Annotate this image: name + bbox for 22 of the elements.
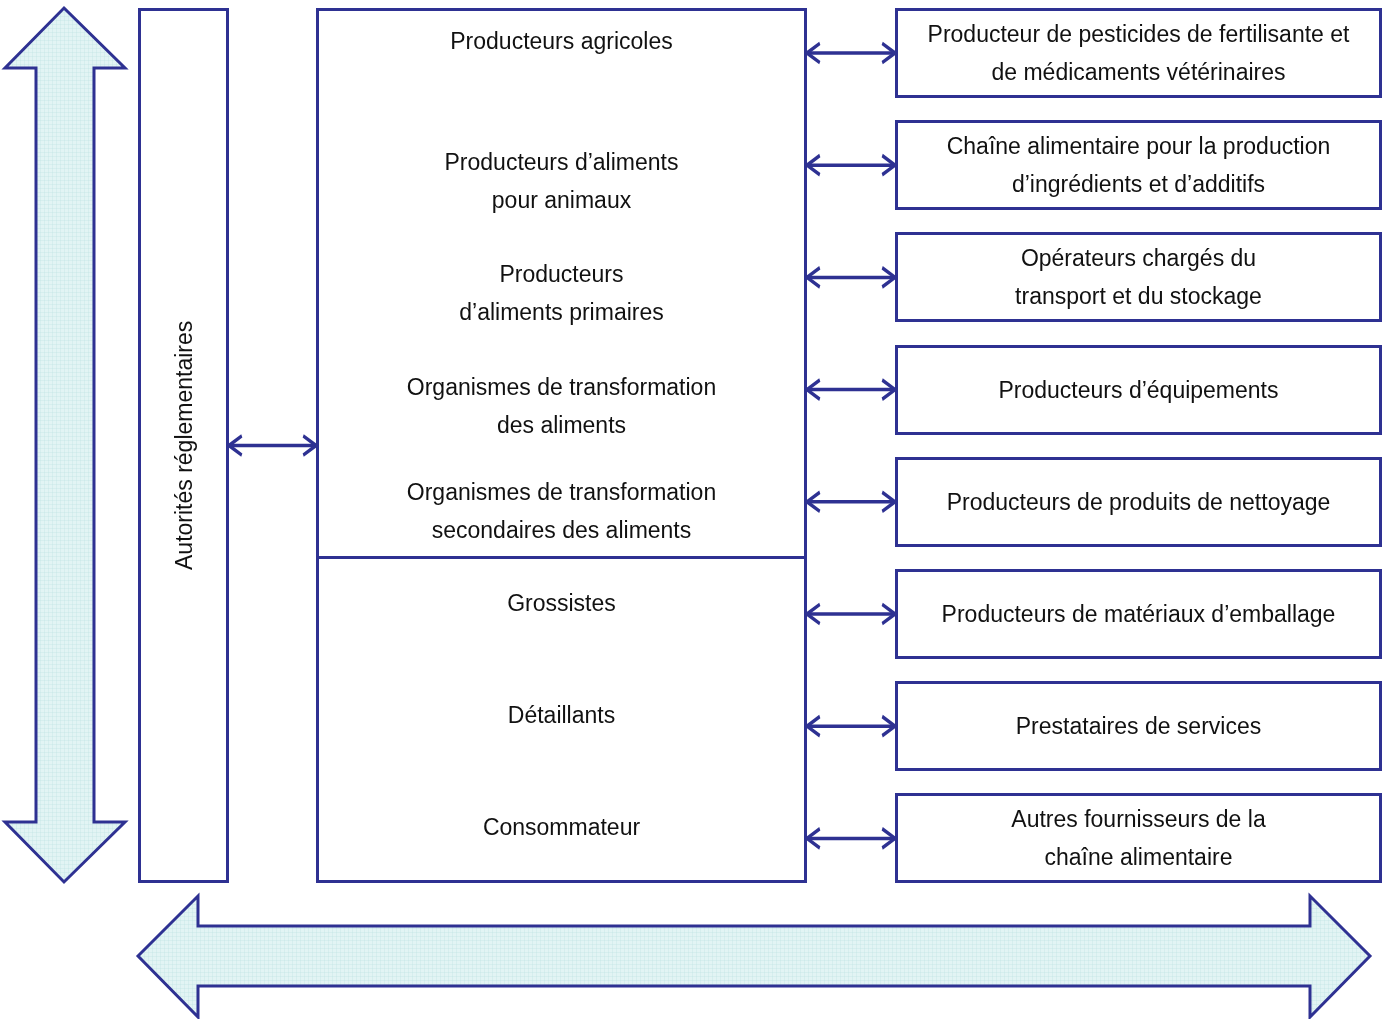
double-arrow	[805, 830, 897, 847]
double-arrow	[805, 381, 897, 398]
row-label: Détaillants	[316, 685, 807, 745]
supplier-box: Chaîne alimentaire pour la production d’ingrédients et d’additifs	[895, 120, 1382, 211]
double-arrow	[227, 437, 318, 454]
double-arrow	[805, 269, 897, 286]
supplier-box: Producteurs de matériaux d’emballage	[895, 569, 1382, 659]
row-label: Organismes de transformation secondaires des aliments	[316, 471, 807, 551]
supplier-box: Autres fournisseurs de la chaîne alimentaire	[895, 793, 1382, 884]
row-label: Producteurs d’aliments pour animaux	[316, 141, 807, 221]
row-label: Consommateur	[316, 797, 807, 857]
row-label: Grossistes	[316, 573, 807, 633]
regulator-box: Autorités réglementaires	[138, 8, 229, 883]
supplier-box: Opérateurs chargés du transport et du stockage	[895, 232, 1382, 323]
row-label: Producteurs agricoles	[316, 11, 807, 71]
row-label: Organismes de transformation des aliments	[316, 366, 807, 446]
supplier-box: Prestataires de services	[895, 681, 1382, 772]
stage-panel	[316, 8, 807, 883]
supplier-box: Producteurs d’équipements	[895, 344, 1382, 435]
supplier-box: Producteur de pesticides de fertilisante et de médicaments vétérinaires	[895, 8, 1382, 98]
row-label: Producteurs d’aliments primaires	[316, 253, 807, 333]
supplier-box: Producteurs de produits de nettoyage	[895, 456, 1382, 547]
